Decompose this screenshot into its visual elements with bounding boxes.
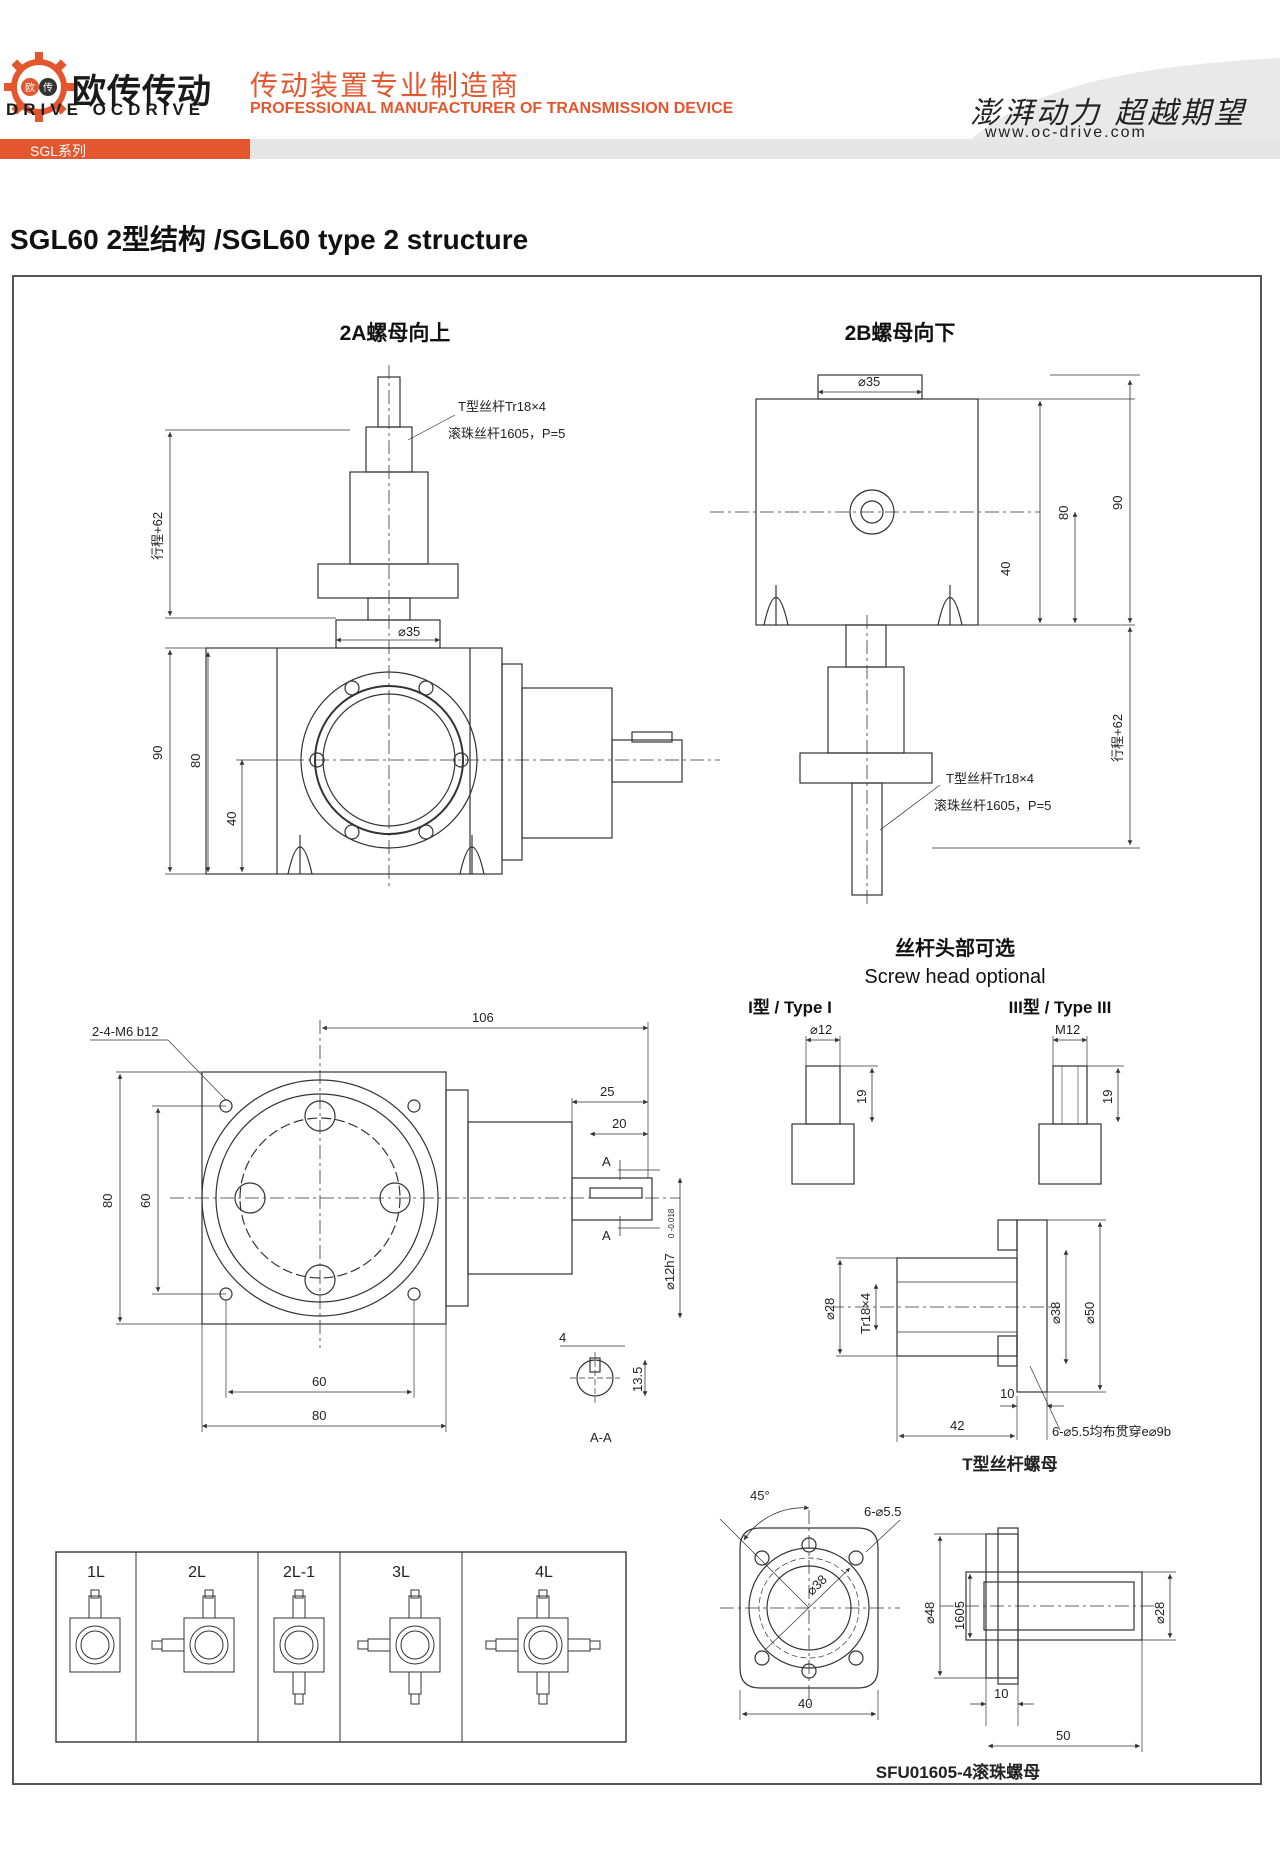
view-2b: 2B螺母向下	[710, 321, 1140, 905]
website: www.oc-drive.com	[985, 124, 1147, 141]
front-holes-note: 2-4-M6 b12	[92, 1024, 158, 1039]
motto: 澎湃动力 超越期望	[970, 96, 1247, 131]
series-label: SGL系列	[30, 143, 87, 159]
config-header-1l: 1L	[87, 1564, 105, 1581]
view-2a-dia: ⌀35	[398, 624, 420, 639]
logo-char-2: 传	[43, 82, 53, 94]
type3-label: III型 / Type III	[1009, 997, 1112, 1017]
view-2b-dia: ⌀35	[858, 374, 880, 389]
view-2b-title: 2B螺母向下	[845, 321, 956, 345]
view-2b-screw-ball: 滚珠丝杆1605，P=5	[934, 798, 1051, 813]
t-nut-dia-38: ⌀38	[1048, 1302, 1063, 1324]
view-2a-stroke: 行程+62	[150, 512, 165, 560]
screw-head-title-cn: 丝杆头部可选	[895, 936, 1015, 960]
ball-nut-caption: SFU01605-4滚珠螺母	[876, 1762, 1040, 1782]
front-dim-80-h: 80	[312, 1408, 326, 1423]
ball-nut-width: 40	[798, 1696, 812, 1711]
series-bar	[0, 139, 250, 159]
t-nut-dia-28: ⌀28	[822, 1298, 837, 1320]
config-4l-icon	[485, 1589, 601, 1705]
view-2b-dim-90: 90	[1110, 496, 1125, 510]
ball-nut-holes: 6-⌀5.5	[864, 1504, 901, 1519]
t-nut-drawing	[830, 1219, 1106, 1442]
view-2a-title: 2A螺母向上	[340, 321, 451, 345]
drawing-frame	[12, 275, 1262, 1785]
view-2b-labels: ⌀35 80 40 90 行程+62 T型丝杆Tr18×4 滚珠丝杆1605，P…	[858, 374, 1125, 813]
header-grey-band	[250, 139, 1280, 159]
config-table: 1L 2L 2L-1 3L 4L	[55, 1551, 627, 1743]
slogan-en: PROFESSIONAL MANUFACTURER OF TRANSMISSIO…	[250, 100, 734, 117]
type1-length: 19	[854, 1090, 869, 1104]
t-nut-dim-10: 10	[1000, 1386, 1014, 1401]
t-nut-thread: Tr18×4	[858, 1293, 873, 1334]
config-3l-icon	[357, 1589, 441, 1705]
shaft-dia: ⌀12h7	[662, 1253, 677, 1290]
screw-head-title-en: Screw head optional	[864, 966, 1045, 988]
type1-dia: ⌀12	[810, 1022, 832, 1037]
logo-char-1: 欧	[25, 82, 35, 94]
config-2l-icon	[151, 1589, 235, 1673]
view-2a: 2A螺母向上	[165, 321, 720, 890]
section-mark-a-top: A	[602, 1154, 611, 1169]
config-header-4l: 4L	[535, 1564, 553, 1581]
type3-thread: M12	[1055, 1022, 1080, 1037]
slogan-cn: 传动装置专业制造商	[250, 70, 521, 101]
view-2a-labels: T型丝杆Tr18×4 滚珠丝杆1605，P=5 行程+62 ⌀35 90 80 …	[150, 399, 565, 826]
ball-nut-labels: 45° 6-⌀5.5 ⌀38 40 ⌀48 1605 ⌀28 10 50 SFU…	[750, 1488, 1167, 1782]
front-dim-20: 20	[612, 1116, 626, 1131]
ball-nut-dia-48: ⌀48	[922, 1602, 937, 1624]
t-nut-holes: 6-⌀5.5均布贯穿e⌀9b	[1052, 1424, 1171, 1439]
front-view-labels: 2-4-M6 b12 106 25 20 80 60 60 80 A A ⌀12…	[92, 1010, 677, 1445]
view-2a-dim-90: 90	[150, 746, 165, 760]
config-header-3l: 3L	[392, 1564, 410, 1581]
front-dim-60-v: 60	[138, 1194, 153, 1208]
type3-length: 19	[1100, 1090, 1115, 1104]
view-2a-dim-80: 80	[188, 754, 203, 768]
header-grey-swoosh	[950, 58, 1280, 158]
ball-nut-pcd: ⌀38	[804, 1572, 830, 1598]
brand-name-en: DRIVE OCDRIVE	[6, 100, 206, 119]
front-view	[90, 1020, 683, 1432]
page-header: 欧 传 欧传传动 DRIVE OCDRIVE 传动装置专业制造商 PROFESS…	[0, 0, 1280, 160]
section-label: A-A	[590, 1430, 612, 1445]
view-2a-screw-ball: 滚珠丝杆1605，P=5	[448, 426, 565, 441]
page-title: SGL60 2型结构 /SGL60 type 2 structure	[10, 224, 529, 255]
screw-head-options: 丝杆头部可选 Screw head optional I型 / Type I I…	[748, 936, 1124, 1185]
config-2l-1-icon	[273, 1589, 325, 1705]
config-header-2l: 2L	[188, 1564, 206, 1581]
t-nut-dia-50: ⌀50	[1082, 1302, 1097, 1324]
view-2b-screw-t: T型丝杆Tr18×4	[946, 771, 1034, 786]
shaft-tolerance: 0 -0.018	[667, 1208, 676, 1238]
type1-label: I型 / Type I	[748, 997, 832, 1017]
view-2b-dim-80: 80	[1056, 506, 1071, 520]
ball-nut-dia-28: ⌀28	[1152, 1602, 1167, 1624]
key-width: 4	[559, 1330, 566, 1345]
ball-nut-dim-50: 50	[1056, 1728, 1070, 1743]
t-nut-dim-42: 42	[950, 1418, 964, 1433]
t-nut-caption: T型丝杆螺母	[962, 1454, 1057, 1474]
ball-nut-dim-10: 10	[994, 1686, 1008, 1701]
config-header-2l-1: 2L-1	[283, 1564, 315, 1581]
gear-logo-icon: 欧 传	[4, 52, 74, 122]
key-height: 13.5	[630, 1367, 645, 1392]
front-dim-106: 106	[472, 1010, 494, 1025]
front-dim-25: 25	[600, 1084, 614, 1099]
view-2b-dim-40: 40	[998, 562, 1013, 576]
front-dim-80-v: 80	[100, 1194, 115, 1208]
t-nut-labels: ⌀28 Tr18×4 ⌀38 ⌀50 10 42 6-⌀5.5均布贯穿e⌀9b …	[822, 1293, 1171, 1474]
config-1l-icon	[69, 1589, 121, 1673]
ball-nut-angle: 45°	[750, 1488, 770, 1503]
front-dim-60-h: 60	[312, 1374, 326, 1389]
brand-name-cn: 欧传传动	[72, 73, 212, 111]
view-2b-stroke: 行程+62	[1110, 714, 1125, 762]
view-2a-screw-t: T型丝杆Tr18×4	[458, 399, 546, 414]
ball-nut-1605: 1605	[952, 1601, 967, 1630]
ball-nut-drawing	[719, 1505, 1176, 1752]
view-2a-dim-40: 40	[224, 812, 239, 826]
section-mark-a-bottom: A	[602, 1228, 611, 1243]
